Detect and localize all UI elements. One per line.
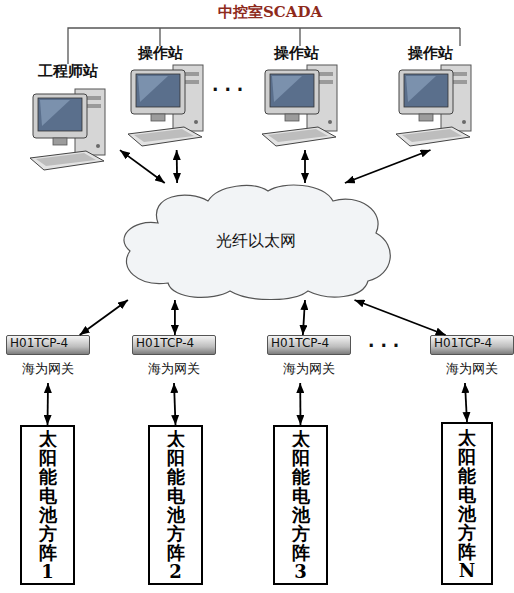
double-arrow	[299, 383, 301, 425]
solar-node: 太阳能电池方阵1	[20, 425, 75, 585]
station-node: 工程师站	[15, 62, 120, 175]
double-arrow	[80, 300, 128, 335]
double-arrow	[120, 150, 165, 183]
computer-icon	[30, 89, 105, 170]
double-arrow	[355, 300, 446, 335]
double-arrow	[47, 383, 49, 425]
solar-node: 太阳能电池方阵2	[148, 425, 203, 585]
gateway-label: 海为网关	[130, 360, 218, 378]
double-arrow	[304, 150, 306, 183]
station-label: 操作站	[254, 44, 339, 63]
array-label: 太阳能电池方阵2	[166, 429, 185, 581]
station-node: 操作站	[118, 44, 203, 150]
solar-node: 太阳能电池方阵3	[273, 425, 328, 585]
array-label: 太阳能电池方阵N	[458, 428, 477, 580]
computer-icon	[128, 65, 203, 146]
station-label: 工程师站	[15, 62, 120, 81]
gateway-device: H01TCP-4	[6, 335, 90, 355]
computer-icon	[262, 65, 337, 146]
gateway-label: 海为网关	[4, 360, 92, 378]
station-label: 操作站	[388, 44, 473, 63]
array-label: 太阳能电池方阵3	[291, 429, 310, 581]
bus-bracket	[68, 28, 460, 64]
gateway-device: H01TCP-4	[132, 335, 216, 355]
array-label: 太阳能电池方阵1	[38, 429, 57, 581]
ellipsis-label: · · ·	[368, 336, 399, 356]
double-arrow	[174, 300, 176, 335]
gateway-label: 海为网关	[265, 360, 353, 378]
double-arrow	[303, 300, 305, 335]
double-arrow	[176, 150, 178, 183]
gateway-node: H01TCP-4 海为网关	[130, 335, 218, 383]
double-arrow	[465, 383, 467, 422]
network-label: 光纤以太网	[118, 231, 393, 252]
double-arrow	[174, 383, 176, 425]
gateway-device: H01TCP-4	[430, 335, 514, 355]
solar-node: 太阳能电池方阵N	[441, 422, 493, 585]
station-label: 操作站	[118, 44, 203, 63]
gateway-node: H01TCP-4 海为网关	[428, 335, 514, 383]
gateway-node: H01TCP-4 海为网关	[4, 335, 92, 383]
diagram-title: 中控室SCADA	[218, 3, 322, 22]
computer-icon	[396, 65, 471, 146]
gateway-label: 海为网关	[428, 360, 514, 378]
gateway-node: H01TCP-4 海为网关	[265, 335, 353, 383]
station-node: 操作站	[254, 44, 339, 150]
gateway-device: H01TCP-4	[267, 335, 351, 355]
cloud-node: 光纤以太网	[118, 183, 393, 300]
double-arrow	[345, 150, 431, 183]
ellipsis-label: · · ·	[212, 80, 243, 100]
station-node: 操作站	[388, 44, 473, 150]
